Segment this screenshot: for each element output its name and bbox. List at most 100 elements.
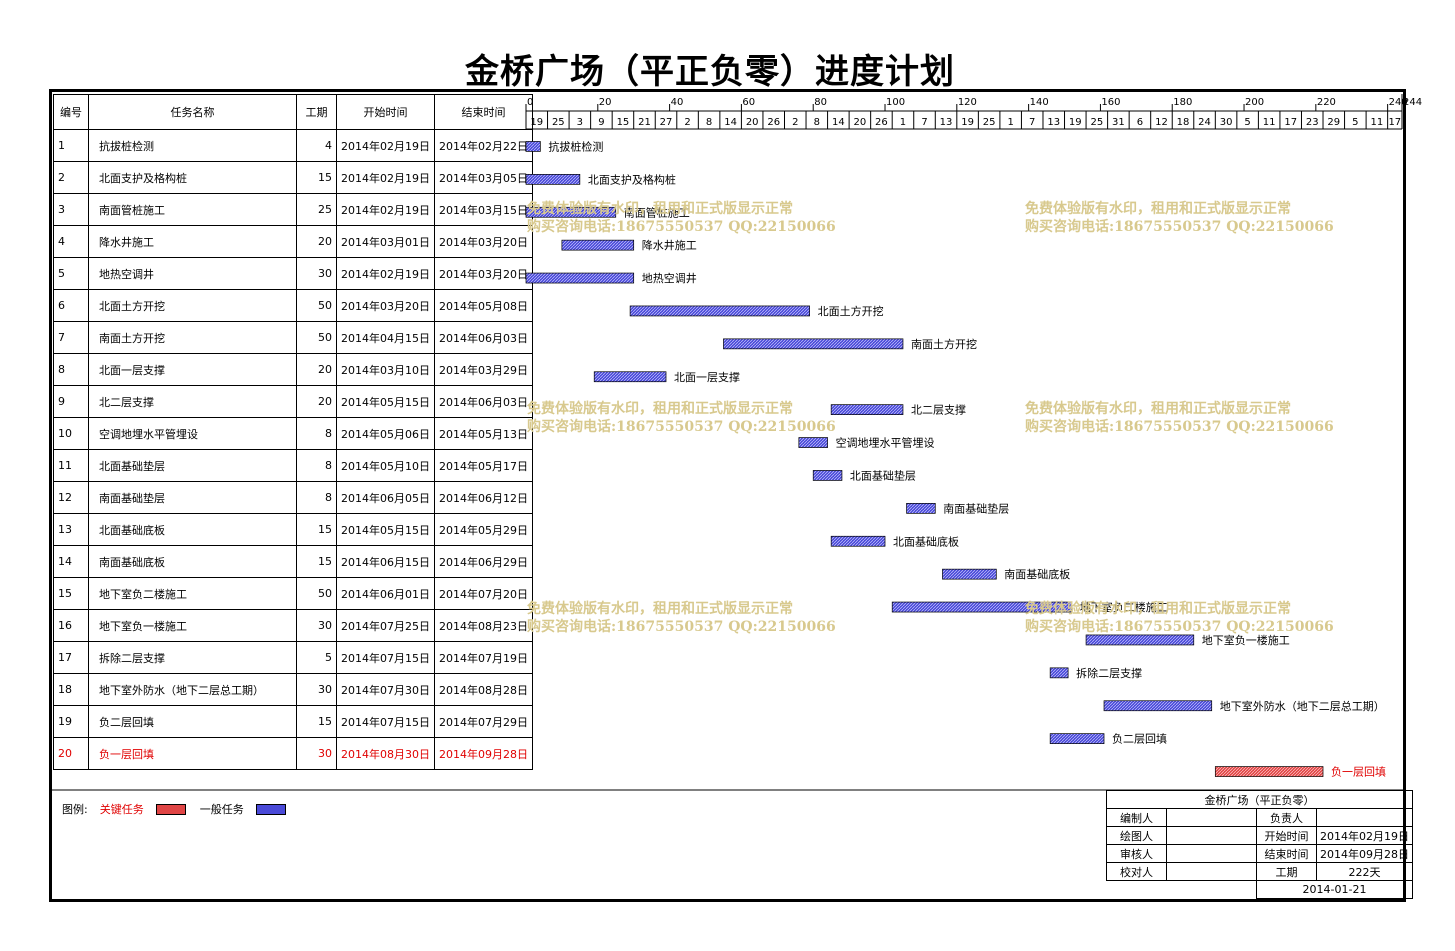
task-name: 负二层回填 <box>88 705 297 738</box>
task-name: 负一层回填 <box>88 737 297 770</box>
task-end: 2014年07月19日 <box>434 641 533 674</box>
task-start: 2014年05月06日 <box>336 417 435 450</box>
task-bar-label: 拆除二层支撑 <box>1076 666 1142 680</box>
major-tick-label: 220 <box>1317 97 1336 108</box>
task-bar <box>812 470 843 481</box>
task-duration: 30 <box>296 673 337 706</box>
task-duration: 15 <box>296 705 337 738</box>
minor-tick-label: 14 <box>832 117 845 128</box>
task-bar-label: 南面基础垫层 <box>943 501 1009 515</box>
info-end-label: 结束时间 <box>1256 844 1317 863</box>
major-tick-label: 40 <box>671 97 684 108</box>
task-bar <box>1214 766 1324 777</box>
major-tick-label: 244 <box>1403 97 1422 108</box>
minor-tick-label: 18 <box>1177 117 1190 128</box>
task-duration: 15 <box>296 545 337 578</box>
major-tick-label: 60 <box>742 97 755 108</box>
task-end: 2014年06月29日 <box>434 545 533 578</box>
minor-tick-label: 5 <box>1352 117 1358 128</box>
task-bar <box>525 174 581 185</box>
major-tick-label: 20 <box>599 97 612 108</box>
task-id: 9 <box>53 385 89 418</box>
task-duration: 50 <box>296 321 337 354</box>
minor-tick-label: 13 <box>1047 117 1060 128</box>
minor-tick-label: 15 <box>617 117 630 128</box>
info-reviewer-value <box>1166 844 1257 863</box>
info-drawer-value <box>1166 826 1257 845</box>
task-id: 10 <box>53 417 89 450</box>
task-end: 2014年03月05日 <box>434 161 533 194</box>
task-bar-label: 北面支护及格构桩 <box>588 172 676 186</box>
info-duration-label: 工期 <box>1256 862 1317 881</box>
minor-tick-label: 26 <box>767 117 780 128</box>
task-duration: 5 <box>296 641 337 674</box>
task-id: 3 <box>53 193 89 226</box>
task-id: 14 <box>53 545 89 578</box>
minor-tick-label: 25 <box>552 117 565 128</box>
task-bar <box>1049 733 1105 745</box>
task-bar <box>906 503 936 514</box>
major-tick-label: 0 <box>527 97 533 108</box>
task-bar <box>830 404 904 415</box>
task-bar <box>1103 700 1213 712</box>
task-bar <box>942 568 997 580</box>
task-duration: 15 <box>296 161 337 194</box>
minor-tick-label: 30 <box>1220 117 1233 128</box>
task-bar-label: 北面一层支撑 <box>674 370 740 384</box>
task-id: 2 <box>53 161 89 194</box>
info-duration-value: 222天 <box>1316 862 1413 881</box>
minor-tick-label: 14 <box>724 117 737 128</box>
task-duration: 20 <box>296 225 337 258</box>
task-end: 2014年02月22日 <box>434 129 533 162</box>
task-bar-label: 北面基础垫层 <box>850 468 916 482</box>
major-tick-label: 140 <box>1030 97 1049 108</box>
task-bar-label: 北二层支撑 <box>911 403 966 417</box>
task-duration: 20 <box>296 353 337 386</box>
task-bar-label: 负二层回填 <box>1112 732 1167 746</box>
info-checker-value <box>1166 862 1257 881</box>
task-name: 北二层支撑 <box>88 385 297 418</box>
info-drawer-label: 绘图人 <box>1106 826 1167 845</box>
task-bar-label: 南面土方开挖 <box>911 337 977 351</box>
task-end: 2014年05月08日 <box>434 289 533 322</box>
minor-tick-label: 20 <box>746 117 759 128</box>
major-tick-label: 100 <box>886 97 905 108</box>
minor-tick-label: 11 <box>1371 117 1384 128</box>
task-end: 2014年05月13日 <box>434 417 533 450</box>
info-start-label: 开始时间 <box>1256 826 1317 845</box>
info-end-value: 2014年09月28日 <box>1316 844 1413 863</box>
minor-tick-label: 6 <box>1137 117 1143 128</box>
minor-tick-label: 1 <box>900 117 906 128</box>
task-bar-label: 地下室负一楼施工 <box>1202 633 1290 647</box>
task-bar <box>1049 667 1069 679</box>
task-start: 2014年02月19日 <box>336 193 435 226</box>
minor-tick-label: 5 <box>1244 117 1250 128</box>
task-end: 2014年08月23日 <box>434 609 533 642</box>
minor-tick-label: 26 <box>875 117 888 128</box>
task-bar <box>798 437 828 448</box>
task-bar <box>561 239 635 251</box>
minor-tick-label: 12 <box>1155 117 1168 128</box>
task-bar <box>593 371 667 383</box>
major-tick-label: 160 <box>1101 97 1120 108</box>
task-start: 2014年03月20日 <box>336 289 435 322</box>
info-owner-value <box>1316 808 1413 827</box>
task-start: 2014年02月19日 <box>336 161 435 194</box>
info-start-value: 2014年02月19日 <box>1316 826 1413 845</box>
info-compiler-label: 编制人 <box>1106 808 1167 827</box>
task-bar-label: 降水井施工 <box>642 238 697 252</box>
minor-tick-label: 25 <box>983 117 996 128</box>
task-bar <box>525 141 541 152</box>
task-name: 北面基础垫层 <box>88 449 297 482</box>
chart-frame <box>49 89 1406 902</box>
task-name: 南面土方开挖 <box>88 321 297 354</box>
info-compiler-value <box>1166 808 1257 827</box>
